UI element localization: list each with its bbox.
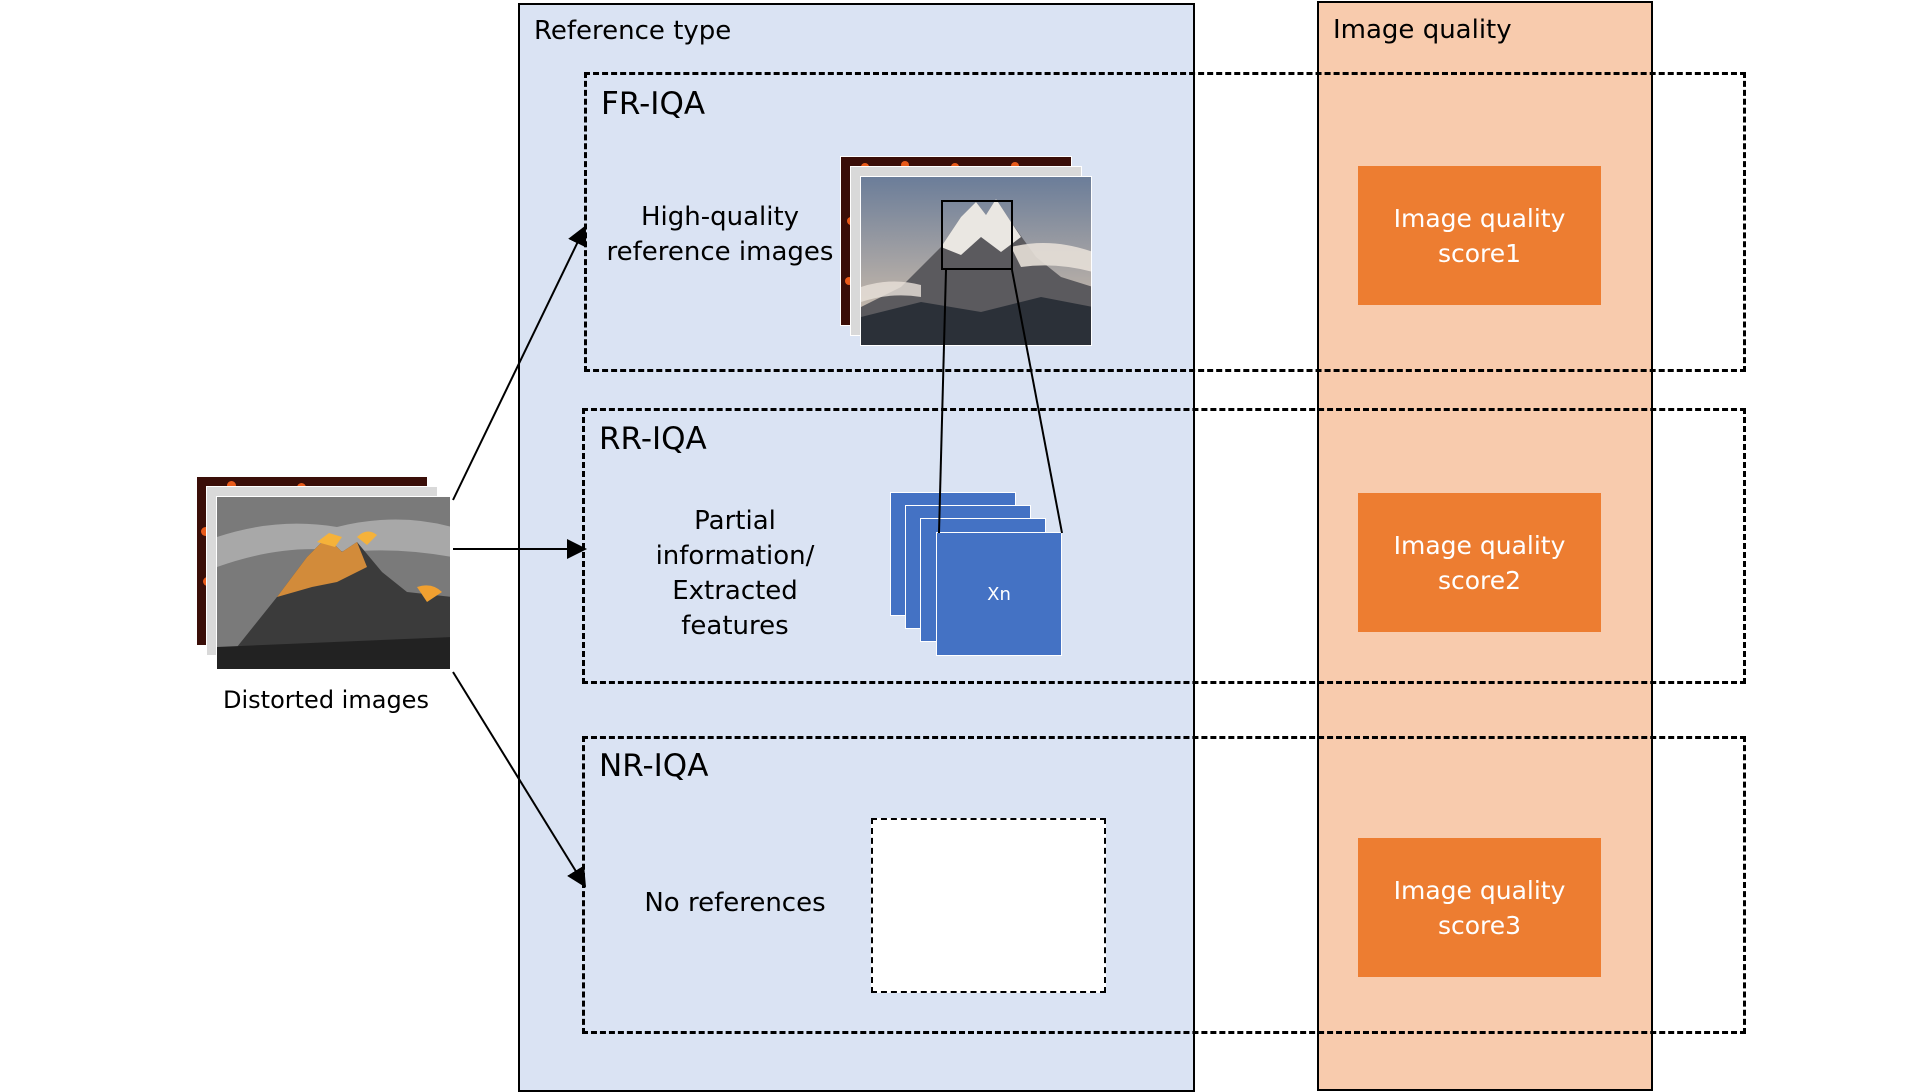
score-3-line1: Image quality: [1393, 875, 1566, 905]
score-box-2: Image quality score2: [1358, 493, 1601, 632]
fr-iqa-frame: [584, 72, 1746, 372]
distorted-images-label: Distorted images: [223, 686, 429, 714]
feature-card-front: Xn: [936, 532, 1062, 656]
patch-line-right: [1011, 269, 1063, 534]
score-3-line2: score3: [1437, 910, 1522, 940]
score-2-line1: Image quality: [1393, 530, 1566, 560]
no-reference-placeholder: [871, 818, 1106, 993]
distorted-image-front: [216, 496, 451, 670]
image-quality-label: Image quality: [1333, 15, 1512, 45]
rr-iqa-title: RR-IQA: [599, 421, 707, 457]
score-box-3: Image quality score3: [1358, 838, 1601, 977]
score-1-line2: score1: [1437, 238, 1522, 268]
fr-iqa-description: High-quality reference images: [606, 202, 834, 267]
arrow-to-fr: [452, 225, 587, 501]
patch-line-left: [938, 269, 947, 534]
reference-image-front: [860, 176, 1092, 346]
reference-type-label: Reference type: [534, 16, 732, 46]
score-2-line2: score2: [1437, 565, 1522, 595]
nr-iqa-description: No references: [644, 888, 826, 918]
score-box-1: Image quality score1: [1358, 166, 1601, 305]
patch-selection-box: [941, 200, 1013, 270]
fr-iqa-title: FR-IQA: [601, 86, 706, 122]
feature-label: Xn: [987, 583, 1011, 605]
nr-iqa-title: NR-IQA: [599, 748, 709, 784]
rr-iqa-description: Partial information/ Extracted features: [655, 506, 815, 641]
score-1-line1: Image quality: [1393, 203, 1566, 233]
arrow-to-nr: [452, 671, 587, 888]
